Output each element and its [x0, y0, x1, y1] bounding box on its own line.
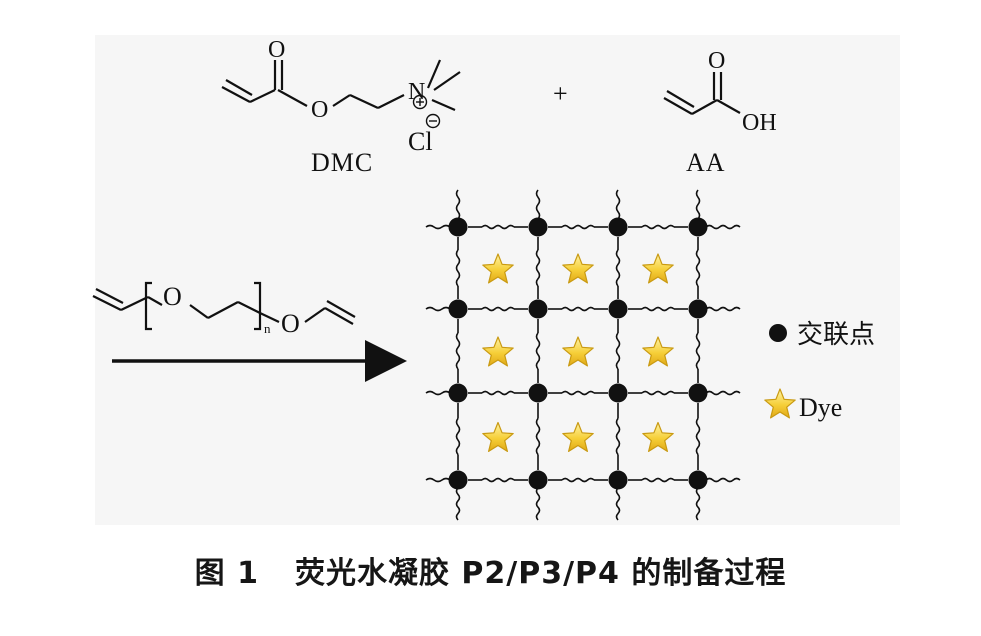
- polymer-chain-segment: [705, 390, 741, 396]
- crosslink-node: [688, 470, 708, 490]
- crosslinker-repeat-subscript: n: [264, 321, 271, 336]
- dye-star-icon: [562, 336, 594, 367]
- dmc-label: DMC: [311, 148, 373, 177]
- crosslinker-molecule: [92, 281, 356, 331]
- figure-caption: 图 1 荧光水凝胶 P2/P3/P4 的制备过程: [0, 548, 981, 592]
- crosslink-node: [448, 299, 468, 319]
- polymer-chain-segment: [425, 477, 451, 483]
- dye-star-icon: [642, 253, 674, 284]
- crosslink-node: [528, 383, 548, 403]
- polymer-chain-segment: [705, 477, 741, 483]
- crosslink-node: [528, 470, 548, 490]
- aa-molecule: [663, 72, 741, 115]
- dmc-carbonyl-oxygen: O: [268, 37, 285, 63]
- crosslink-chain-segment: [455, 487, 461, 521]
- crosslink-chain-segment: [535, 249, 541, 287]
- polymer-chain-segment: [481, 390, 515, 396]
- crosslink-node: [608, 299, 628, 319]
- crosslink-chain-segment: [455, 249, 461, 287]
- polymer-chain-segment: [481, 224, 515, 230]
- crosslink-node: [608, 217, 628, 237]
- polymer-chain-segment: [561, 306, 595, 312]
- polymer-chain-segment: [561, 477, 595, 483]
- dmc-ester-oxygen: O: [311, 97, 328, 123]
- polymer-chain-segment: [425, 224, 451, 230]
- polymer-chain-segment: [481, 477, 515, 483]
- crosslink-node: [688, 217, 708, 237]
- crosslink-chain-segment: [535, 417, 541, 456]
- figure-number: 图 1: [194, 556, 259, 591]
- aa-carbonyl-oxygen: O: [708, 48, 725, 74]
- crosslink-chain-segment: [615, 487, 621, 521]
- crosslink-chain-segment: [455, 189, 461, 220]
- plus-sign: +: [553, 79, 568, 108]
- positive-charge-icon: [412, 94, 428, 110]
- dye-star-icon: [642, 421, 674, 452]
- crosslink-chain-segment: [695, 417, 701, 456]
- dye-star-icon: [562, 421, 594, 452]
- legend-dye-label: Dye: [799, 393, 842, 422]
- crosslinker-oxygen-right: O: [281, 309, 300, 338]
- crosslink-node: [528, 217, 548, 237]
- polymer-chain-segment: [425, 306, 451, 312]
- crosslink-chain-segment: [615, 189, 621, 220]
- crosslink-node: [448, 470, 468, 490]
- hydrogel-network: [425, 189, 741, 521]
- polymer-chain-segment: [425, 390, 451, 396]
- dye-star-icon: [642, 336, 674, 367]
- crosslink-chain-segment: [615, 332, 621, 370]
- dmc-nitrogen: N: [408, 79, 425, 105]
- legend-crosslink-label: 交联点: [797, 320, 875, 350]
- polymer-chain-segment: [641, 306, 675, 312]
- dye-star-icon: [482, 253, 514, 284]
- crosslink-chain-segment: [455, 332, 461, 370]
- polymer-chain-segment: [641, 477, 675, 483]
- dmc-molecule: [221, 59, 461, 112]
- polymer-chain-segment: [641, 390, 675, 396]
- polymer-chain-segment: [641, 224, 675, 230]
- crosslink-chain-segment: [615, 249, 621, 287]
- crosslink-chain-segment: [535, 189, 541, 220]
- aa-hydroxyl: OH: [742, 110, 777, 136]
- dye-star-icon: [482, 421, 514, 452]
- crosslink-chain-segment: [455, 417, 461, 456]
- crosslink-chain-segment: [535, 332, 541, 370]
- crosslink-chain-segment: [695, 487, 701, 521]
- crosslink-node: [608, 470, 628, 490]
- crosslink-node: [528, 299, 548, 319]
- crosslink-node: [448, 217, 468, 237]
- crosslink-node: [688, 383, 708, 403]
- crosslink-node: [688, 299, 708, 319]
- legend-dye-star-icon: [764, 388, 796, 419]
- dye-star-icon: [482, 336, 514, 367]
- aa-label: AA: [686, 148, 726, 177]
- polymer-chain-segment: [481, 306, 515, 312]
- crosslink-node: [448, 383, 468, 403]
- polymer-chain-segment: [705, 224, 741, 230]
- polymer-chain-segment: [705, 306, 741, 312]
- crosslinker-oxygen-left: O: [163, 282, 182, 311]
- legend-crosslink-dot-icon: [769, 324, 787, 342]
- dye-star-icon: [764, 388, 796, 419]
- crosslink-node: [608, 383, 628, 403]
- polymer-chain-segment: [561, 224, 595, 230]
- negative-charge-icon: [425, 113, 441, 129]
- polymer-chain-segment: [561, 390, 595, 396]
- crosslink-chain-segment: [695, 332, 701, 370]
- crosslink-chain-segment: [615, 417, 621, 456]
- figure-caption-text: 荧光水凝胶 P2/P3/P4 的制备过程: [294, 556, 787, 591]
- crosslink-chain-segment: [695, 189, 701, 220]
- crosslink-chain-segment: [535, 487, 541, 521]
- crosslink-chain-segment: [695, 249, 701, 287]
- dmc-chloride: Cl: [408, 127, 433, 156]
- dye-star-icon: [562, 253, 594, 284]
